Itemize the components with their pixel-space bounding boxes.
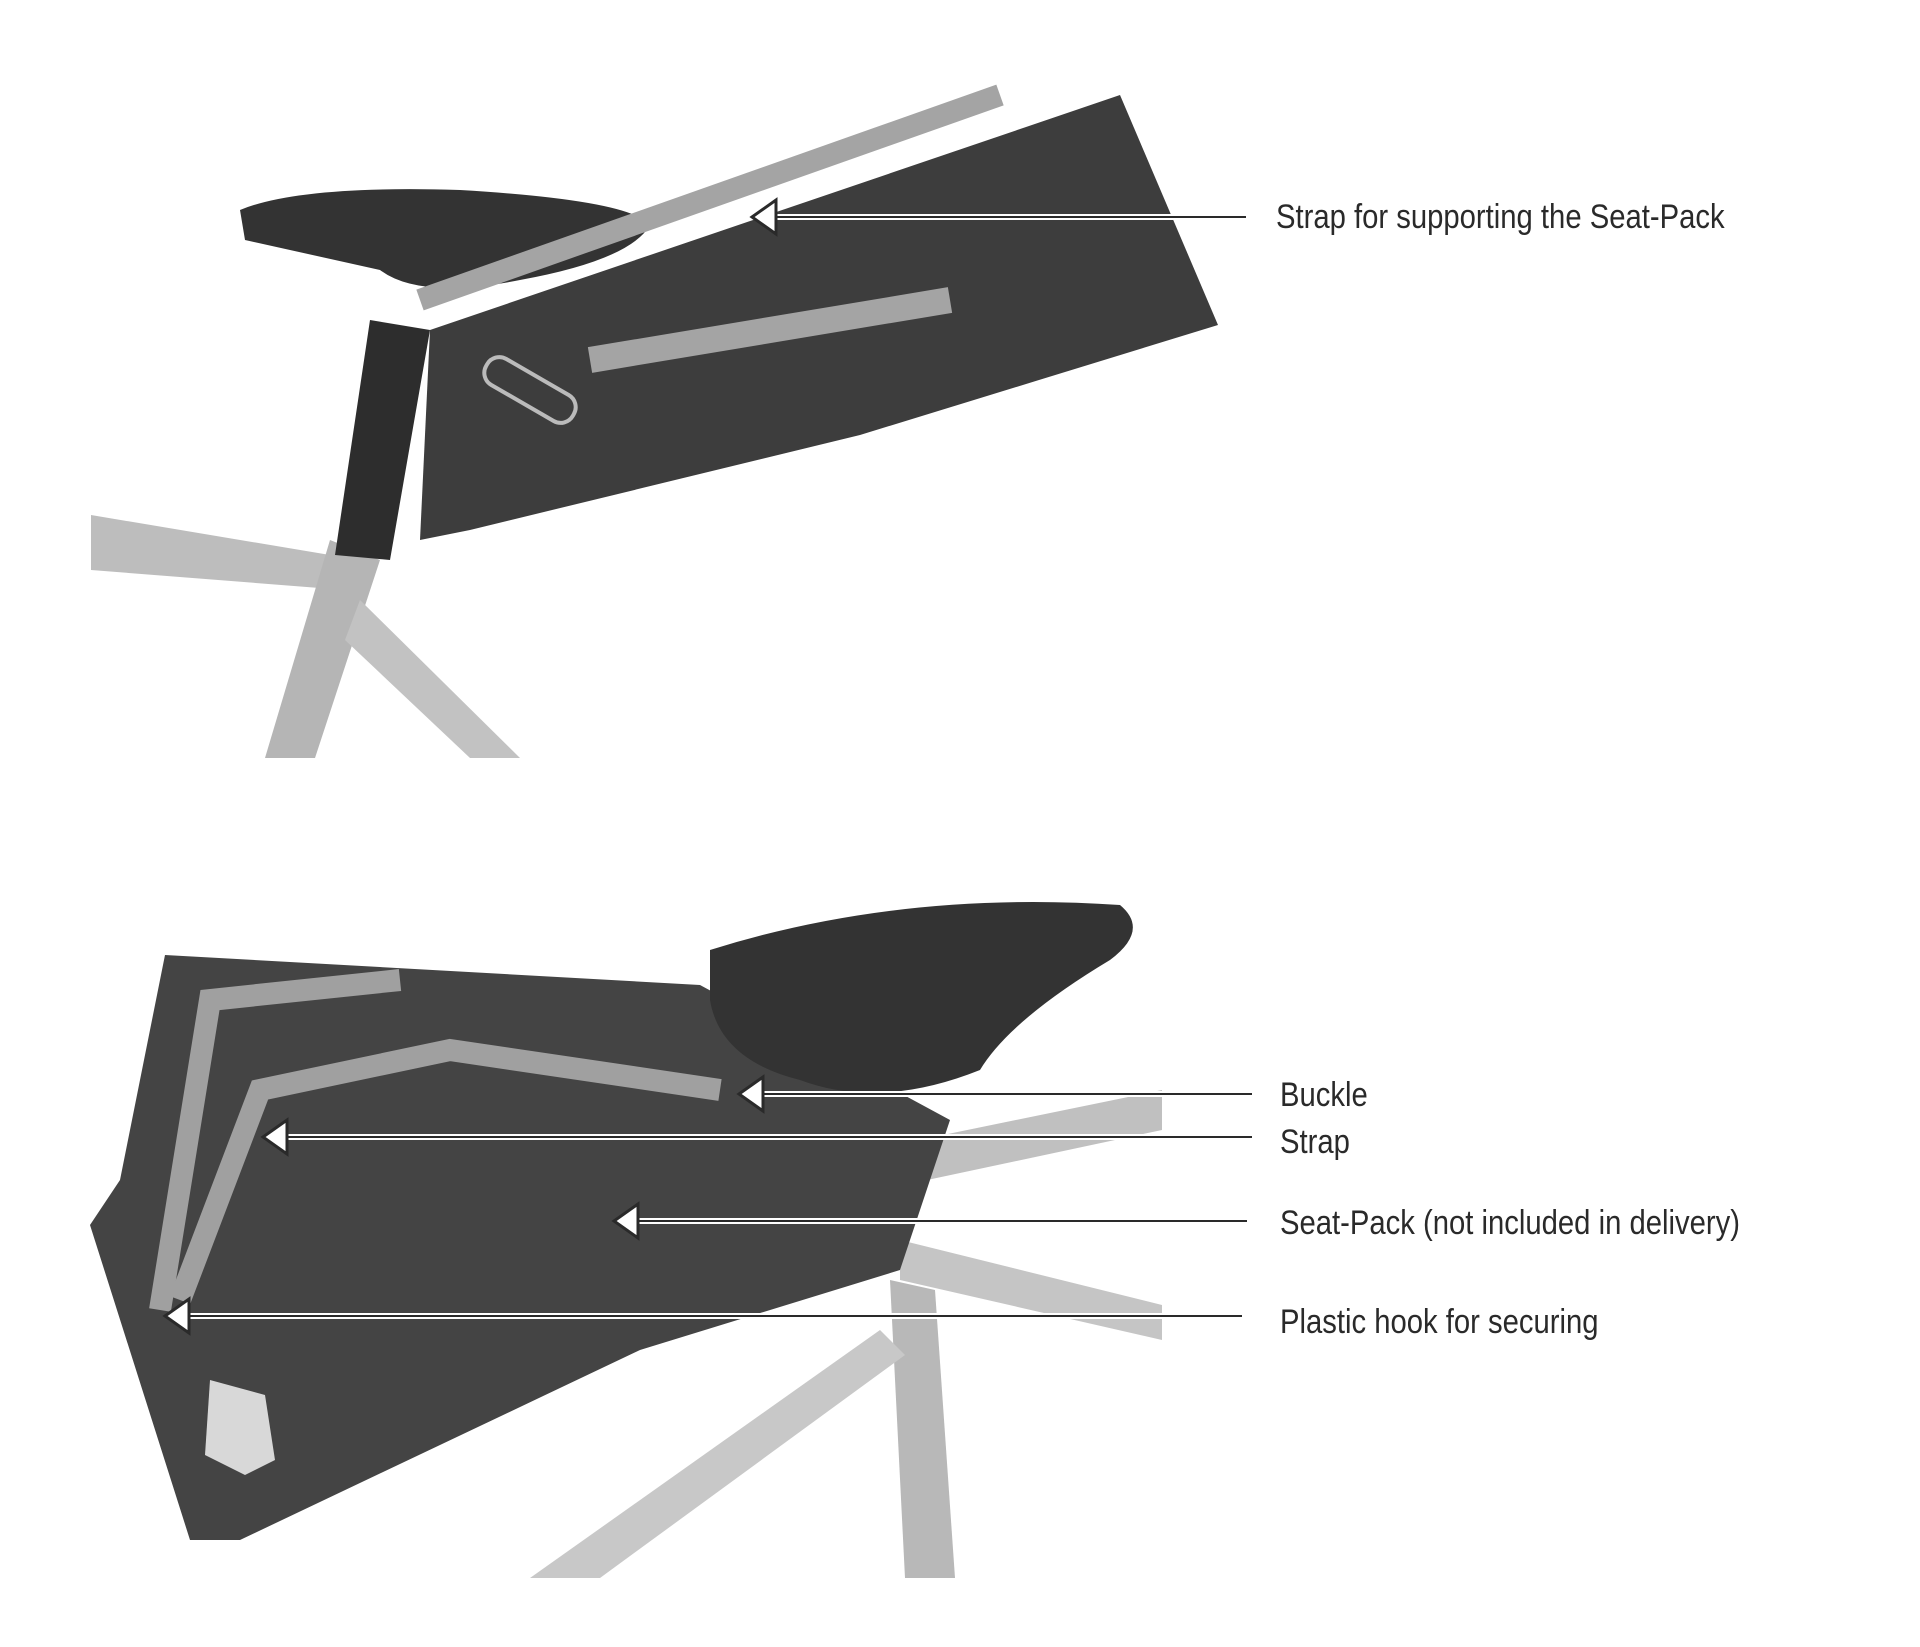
callouts-bottom [162, 1074, 1252, 1336]
arrow-icon [749, 197, 778, 237]
seat-pack-bottom [90, 955, 950, 1540]
seat-tube [265, 540, 380, 758]
callout-strap-support [749, 197, 1246, 237]
label-support-strap: Strap for supporting the Seat-Pack [1276, 198, 1725, 236]
strap-bottom-2 [169, 1038, 722, 1304]
label-plastic-hook: Plastic hook for securing [1280, 1303, 1599, 1341]
arrow-icon [736, 1074, 765, 1114]
strap-bottom-1 [149, 969, 402, 1312]
side-strap-top [587, 287, 953, 373]
ortlieb-logo [482, 355, 578, 425]
down-tube [900, 1240, 1162, 1340]
seat-tube-bottom [890, 1280, 955, 1578]
arrow-icon [162, 1296, 191, 1336]
bottom-bike-photo [90, 902, 1162, 1578]
seat-stay [345, 600, 520, 758]
stay-bottom [530, 1330, 905, 1578]
reflector [205, 1380, 275, 1475]
saddle-bottom [710, 902, 1133, 1093]
top-bike-photo [91, 84, 1218, 758]
seatpost [335, 320, 430, 560]
label-seat-pack: Seat-Pack (not included in delivery) [1280, 1204, 1740, 1242]
arrow-icon [611, 1201, 640, 1241]
top-tube [91, 515, 345, 590]
label-strap: Strap [1280, 1123, 1350, 1161]
label-buckle: Buckle [1280, 1076, 1368, 1114]
support-strap-top [416, 84, 1004, 311]
arrow-icon [260, 1117, 289, 1157]
